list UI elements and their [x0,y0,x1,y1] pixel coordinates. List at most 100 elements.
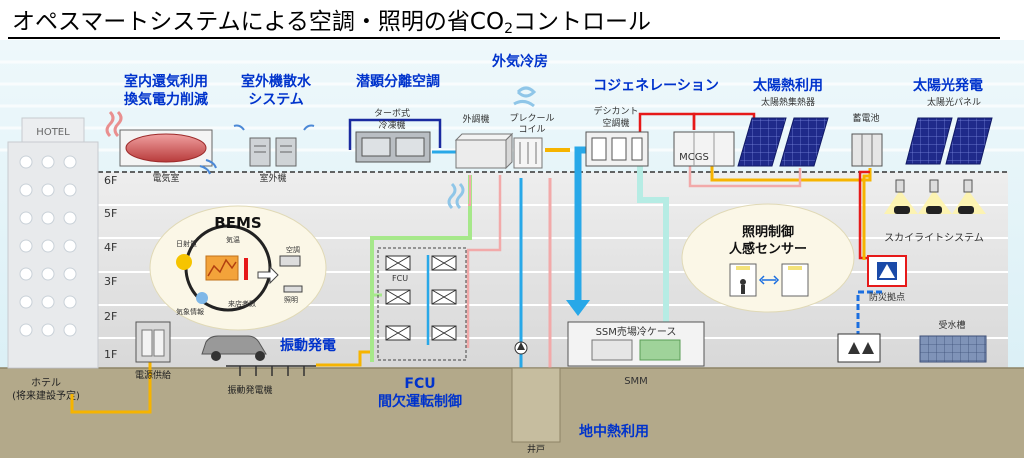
pump-unit-icon [837,333,881,363]
ssm-case-icon [567,321,705,367]
light-fixture-icon [283,285,303,293]
turbo-label-line1: ターボ式 [374,107,410,119]
pipe-yellow-mcgs [710,166,872,182]
disaster-point-icon [867,255,907,287]
precool-coil-icon [513,137,543,169]
pipe-pink-return [466,175,502,348]
feature-cogeneration: コジェネレーション [593,78,719,94]
mcgs-label: MCGS [679,152,709,163]
skylight-icon [884,179,986,214]
bems-visitors-label: 来店者数 [228,299,256,308]
fcu-air-icon [447,182,465,210]
disaster-label: 防災拠点 [869,291,905,303]
lighting-control-cloud [681,203,855,313]
turbo-label-line2: 冷凍機 [378,119,405,131]
sun-icon [176,254,192,270]
floor-label: 2F [104,310,117,323]
floor-labels: 6F 5F 4F 3F 2F 1F [104,174,117,361]
feature-latent-ac: 潜顕分離空調 [356,73,440,90]
precool-label-line1: プレクール [509,113,554,124]
bems-solar-label: 日射量 [176,239,197,248]
pipe-yellow-hotel [70,352,152,414]
sky-stripes [0,60,1024,152]
pipe-blue-tank [856,290,882,336]
well-label: 井戸 [527,443,545,455]
weather-icon [196,292,208,304]
bems-weather-label: 気象情報 [176,307,204,316]
solar-panel-icon [905,117,993,165]
water-tank-label: 受水槽 [938,319,965,331]
pipe-yellow-vibration [316,350,372,367]
bems-temp-label: 気温 [226,235,240,244]
outdoor-unit-icon [249,137,297,167]
floor-label: 6F [104,174,117,187]
car-icon [201,335,267,361]
ac-unit-icon [279,255,301,267]
outdoor-unit-label: 室外機 [259,172,286,184]
feature-solar-thermal: 太陽熱利用 [753,77,823,94]
feature-solar-power: 太陽光発電 [913,77,983,94]
mcgs-icon [673,131,735,167]
lighting-title-line1: 照明制御 [742,224,794,240]
feature-outdoor-cooling: 外気冷房 [492,53,548,70]
floor-label: 5F [104,207,117,220]
vibration-generator-label: 振動発電機 [227,384,272,396]
vibration-generator-icon [226,365,316,376]
feature-fcu-line1: FCU [404,376,435,392]
power-supply-label: 電源供給 [135,369,171,381]
ahu-icon [454,132,514,170]
feature-geothermal: 地中熱利用 [579,423,649,440]
hotel-label-line1: ホテル [31,377,61,389]
ahu-label: 外調機 [462,113,489,125]
solar-panel-label: 太陽光パネル [927,96,981,108]
hotel-building-icon: HOTEL [7,117,99,369]
floor-label: 1F [104,348,117,361]
ssm-case-label: SSM売場冷ケース [596,325,677,338]
well-icon [511,341,561,443]
thermometer-icon [244,258,248,280]
hotel-label-line2: (将来建設予定) [12,389,80,402]
floor-label: 3F [104,275,117,288]
ventilation-air-icon [199,159,217,175]
pipe-green-supply [370,175,472,362]
outdoor-air-icon [513,86,537,108]
exhaust-air-icon [105,110,123,138]
hotel-sign: HOTEL [36,127,70,138]
collector-label: 太陽熱集熱器 [761,96,815,108]
electric-room-icon [119,129,213,167]
water-tank-icon [919,335,987,363]
solar-collector-icon [737,117,829,167]
electric-room-label: 電気室 [152,172,179,184]
water-spray-icon [233,124,315,131]
feature-exhaust-line2: 換気電力削減 [124,91,208,108]
desiccant-label-line1: デシカント [593,105,638,117]
power-supply-icon [135,321,171,363]
desiccant-ac-icon [585,131,649,167]
page-title: オペスマートシステムによる空調・照明の省CO2コントロール [12,9,651,37]
bems-cloud [149,205,327,331]
pipe-cyan-ssm [637,162,669,322]
fcu-unit-label: FCU [392,274,408,283]
bems-ac-label: 空調 [286,245,300,254]
bems-title: BEMS [214,214,261,232]
precool-label-line2: コイル [518,125,545,135]
swap-arrow-icon [758,275,780,285]
lighting-title-line2: 人感センサー [729,241,807,257]
desiccant-label-line2: 空調機 [602,117,629,129]
feature-water-line2: システム [248,92,304,108]
smm-label: SMM [624,376,648,387]
arrow-icon [257,265,279,285]
floor-label: 4F [104,241,117,254]
turbo-chiller-icon [355,131,431,163]
pipe-navy-turbo [348,118,442,150]
feature-vibration-power: 振動発電 [280,337,336,354]
battery-label: 蓄電池 [852,112,879,124]
feature-fcu-line2: 間欠運転制御 [378,393,462,410]
person-sensor-icon [740,279,746,285]
fcu-group [377,247,467,361]
feature-exhaust-line1: 室内還気利用 [124,73,208,90]
bems-lighting-label: 照明 [284,296,298,304]
feature-water-line1: 室外機散水 [241,73,312,90]
